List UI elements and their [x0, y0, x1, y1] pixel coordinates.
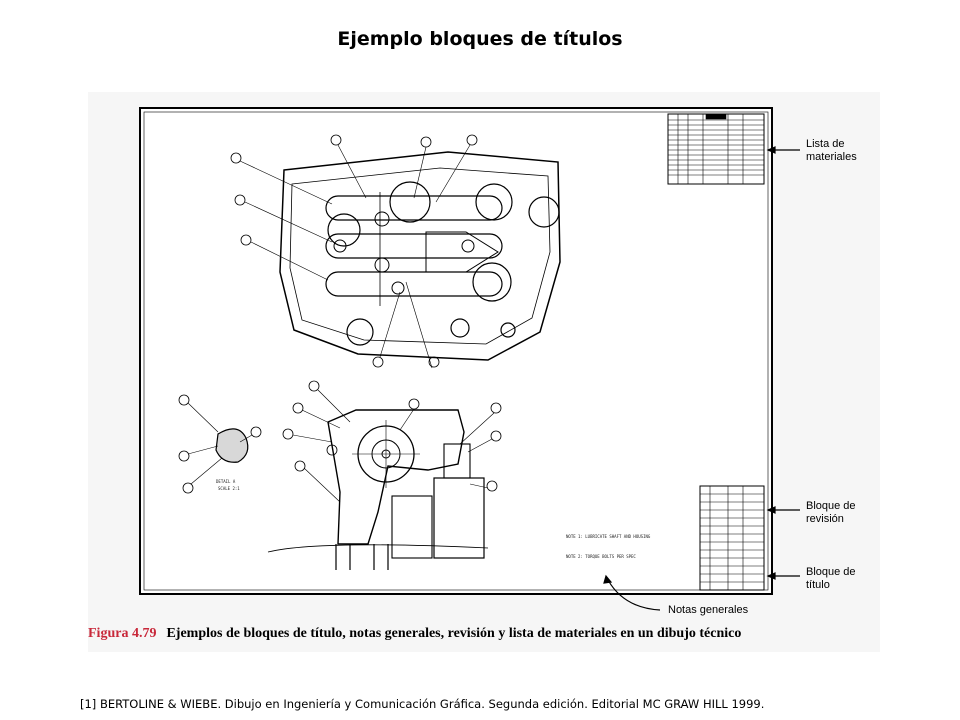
figure-number: Figura 4.79: [88, 626, 157, 641]
figure-caption: Figura 4.79 Ejemplos de bloques de título…: [88, 626, 880, 642]
reference-footer: [1] BERTOLINE & WIEBE. Dibujo en Ingenie…: [80, 697, 765, 711]
title-block-table: [699, 485, 765, 591]
drawing-note-1: NOTE 1: LUBRICATE SHAFT AND HOUSING: [566, 534, 651, 539]
detail-view: [178, 394, 262, 494]
callout-arrows: [603, 146, 800, 611]
callout-materials-list: Lista de materiales: [806, 138, 857, 163]
section-view: [267, 380, 502, 570]
detail-label: DETAIL A: [216, 479, 236, 484]
technical-drawing: DETAIL A SCALE 2:1: [139, 107, 800, 611]
materials-list-table: [667, 113, 765, 185]
callout-revision-block: Bloque de revisión: [806, 500, 856, 525]
figure: DETAIL A SCALE 2:1: [88, 92, 880, 652]
callout-general-notes: Notas generales: [668, 604, 749, 616]
upper-assembly-view: [230, 134, 561, 369]
callout-title-block: Bloque de título: [806, 566, 856, 591]
detail-scale-label: SCALE 2:1: [218, 486, 240, 491]
drawing-note-2: NOTE 2: TORQUE BOLTS PER SPEC: [566, 554, 636, 559]
figure-caption-text: Ejemplos de bloques de título, notas gen…: [166, 626, 742, 641]
slide-title: Ejemplo bloques de títulos: [337, 28, 623, 50]
